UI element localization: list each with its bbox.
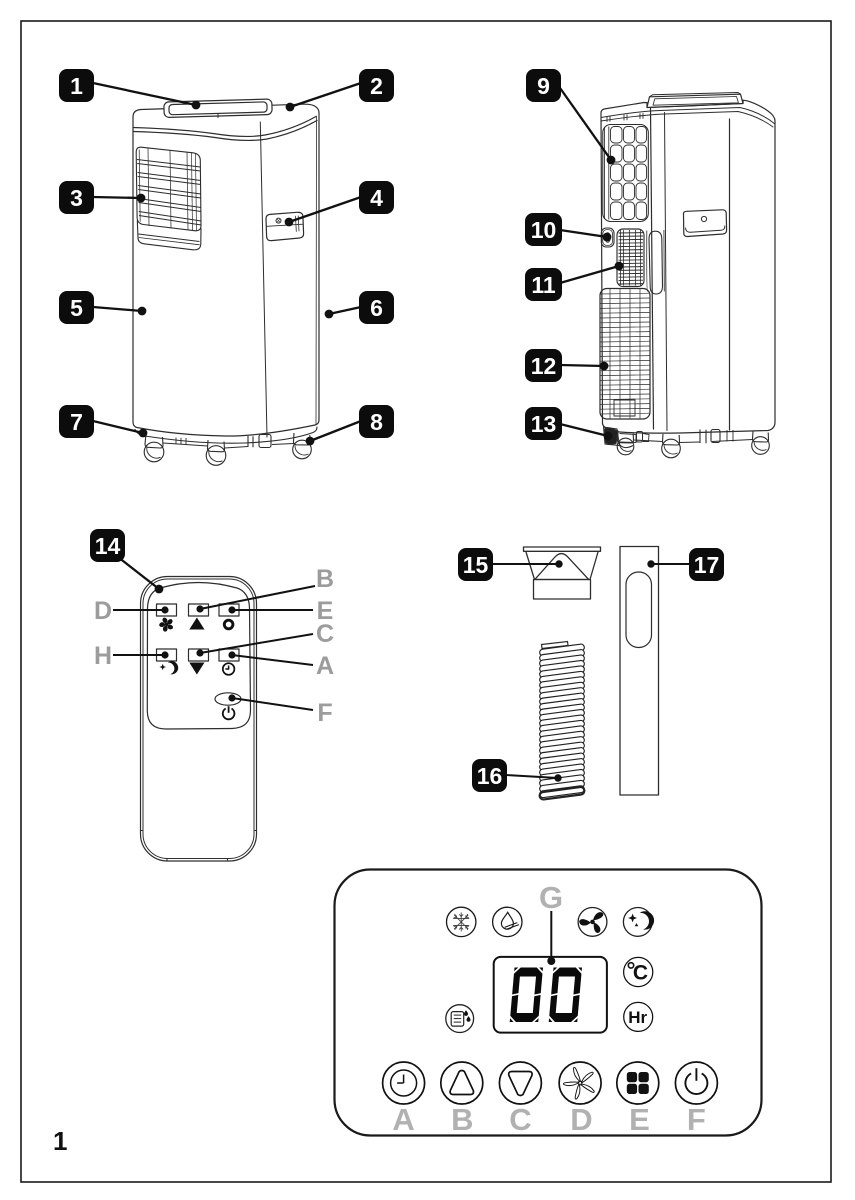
- svg-text:8: 8: [370, 409, 383, 435]
- svg-text:B: B: [316, 565, 334, 593]
- svg-text:G: G: [539, 880, 563, 915]
- svg-text:3: 3: [70, 185, 83, 211]
- svg-text:6: 6: [370, 295, 383, 321]
- svg-text:7: 7: [70, 409, 83, 435]
- svg-text:B: B: [451, 1102, 473, 1137]
- svg-text:1: 1: [70, 73, 83, 99]
- svg-text:C: C: [316, 620, 334, 648]
- svg-text:15: 15: [463, 552, 489, 578]
- svg-text:1: 1: [53, 1126, 67, 1156]
- svg-text:C: C: [509, 1102, 531, 1137]
- svg-text:A: A: [316, 652, 334, 680]
- svg-text:E: E: [629, 1102, 650, 1137]
- svg-text:C: C: [633, 962, 648, 985]
- svg-text:F: F: [687, 1102, 706, 1137]
- svg-text:D: D: [94, 597, 112, 625]
- svg-text:14: 14: [95, 533, 121, 559]
- svg-text:2: 2: [370, 73, 383, 99]
- svg-text:E: E: [317, 597, 334, 625]
- svg-text:16: 16: [477, 763, 503, 789]
- svg-text:H: H: [94, 642, 112, 670]
- svg-text:A: A: [392, 1102, 414, 1137]
- svg-text:4: 4: [370, 185, 383, 211]
- svg-text:D: D: [570, 1102, 592, 1137]
- svg-text:F: F: [317, 699, 332, 727]
- svg-text:5: 5: [70, 295, 83, 321]
- svg-text:12: 12: [531, 353, 557, 379]
- svg-text:10: 10: [531, 217, 557, 243]
- svg-text:17: 17: [694, 552, 720, 578]
- svg-text:Hr: Hr: [628, 1008, 647, 1027]
- svg-text:9: 9: [537, 73, 550, 99]
- svg-text:13: 13: [531, 411, 557, 437]
- svg-text:11: 11: [531, 272, 556, 298]
